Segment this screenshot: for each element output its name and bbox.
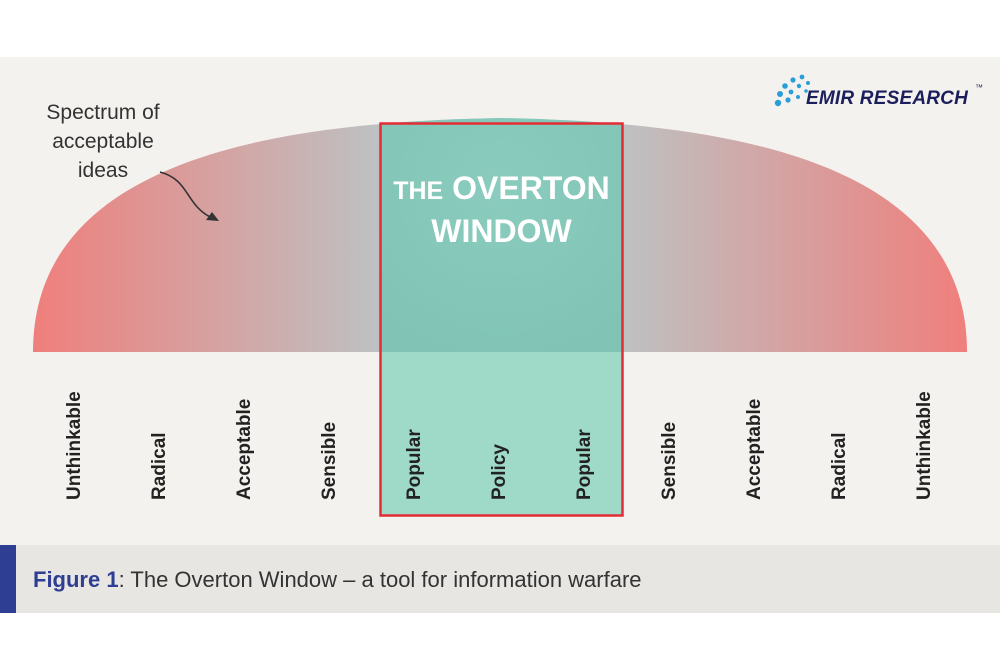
arrow-head-icon	[206, 212, 219, 221]
emir-research-logo: EMIR RESEARCH ™	[773, 70, 988, 114]
figure-caption: Figure 1: The Overton Window – a tool fo…	[33, 567, 642, 593]
figure-caption-text: : The Overton Window – a tool for inform…	[118, 567, 642, 592]
logo-text: EMIR RESEARCH	[806, 88, 969, 109]
window-dome-part	[381, 118, 622, 352]
spectrum-label-policy: Policy	[489, 444, 510, 500]
pointer-arrow	[159, 171, 213, 219]
spectrum-label-popular-left: Popular	[404, 429, 425, 500]
spectrum-label-acceptable-right: Acceptable	[744, 398, 765, 500]
spectrum-label-sensible-right: Sensible	[659, 421, 680, 500]
overton-window-title: THE OVERTON WINDOW	[380, 168, 623, 251]
logo-dots-icon	[774, 74, 810, 107]
spectrum-label-radical-left: Radical	[149, 432, 170, 500]
figure-caption-bar: Figure 1: The Overton Window – a tool fo…	[0, 545, 1000, 613]
spectrum-label-unthinkable-right: Unthinkable	[914, 391, 935, 500]
spectrum-caption-line: ideas	[77, 159, 129, 182]
title-window: WINDOW	[431, 213, 572, 249]
title-the: THE	[393, 177, 444, 205]
spectrum-label-sensible-left: Sensible	[319, 421, 340, 500]
spectrum-caption: Spectrum of acceptable ideas	[28, 98, 178, 185]
spectrum-label-acceptable-left: Acceptable	[234, 398, 255, 500]
spectrum-caption-line: acceptable	[52, 130, 154, 153]
spectrum-caption-line: Spectrum of	[46, 101, 160, 124]
overton-window-frame	[379, 122, 624, 517]
spectrum-label-radical-right: Radical	[829, 432, 850, 500]
caption-accent-stripe	[0, 545, 16, 613]
title-overton: OVERTON	[452, 170, 610, 206]
figure-label: Figure 1	[33, 567, 119, 592]
spectrum-label-unthinkable-left: Unthinkable	[64, 391, 85, 500]
spectrum-label-popular-right: Popular	[574, 429, 595, 500]
logo-trademark: ™	[975, 83, 983, 92]
overton-diagram	[33, 118, 967, 517]
window-lower-part	[381, 352, 622, 515]
